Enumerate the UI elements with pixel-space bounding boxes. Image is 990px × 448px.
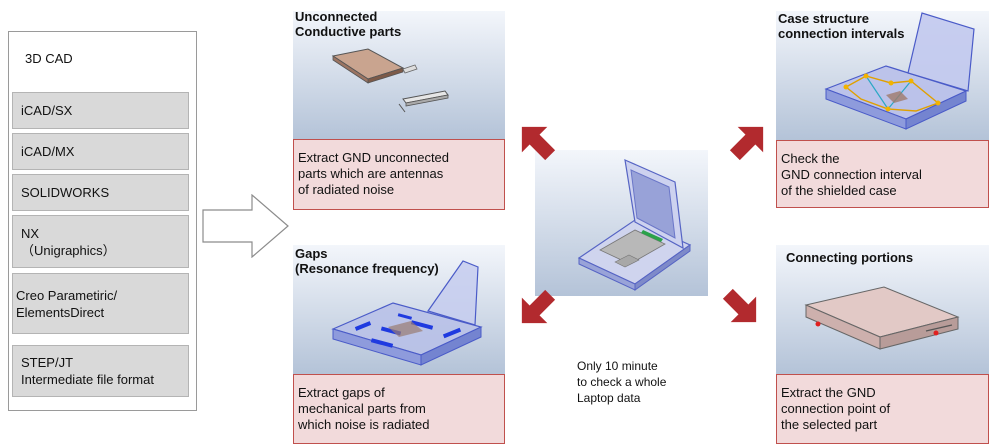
cad-item-label: （Unigraphics）	[21, 242, 116, 258]
panel-title-line: (Resonance frequency)	[295, 261, 439, 276]
laptop-gaps-render	[331, 260, 483, 366]
note-line: Extract gaps of	[298, 385, 385, 400]
case-structure-title: Case structure connection intervals	[778, 11, 904, 41]
laptop-case-render	[824, 12, 975, 130]
arrow-down-left-icon	[521, 289, 556, 324]
case-structure-image	[776, 11, 989, 140]
unconnected-parts-image	[293, 11, 505, 139]
connecting-portions-note: Extract the GND connection point of the …	[776, 374, 989, 444]
note-line: which noise is radiated	[298, 417, 430, 432]
note-line: the selected part	[781, 417, 878, 432]
note-line: mechanical parts from	[298, 401, 426, 416]
cad-list-title: 3D CAD	[25, 51, 73, 66]
unconnected-parts-note: Extract GND unconnected parts which are …	[293, 139, 505, 210]
note-line: Extract the GND	[781, 385, 876, 400]
cad-item-label: STEP/JT	[21, 355, 74, 370]
conductive-parts-render	[331, 48, 449, 113]
panel-title-line: Conductive parts	[295, 24, 402, 39]
arrow-up-left-icon	[521, 126, 556, 161]
cad-item-label: iCAD/SX	[21, 103, 73, 118]
panel-title-line: Unconnected	[295, 9, 378, 24]
note-line: parts which are antennas	[298, 166, 444, 181]
center-note: Only 10 minute to check a whole Laptop d…	[577, 358, 666, 406]
laptop-render	[577, 159, 692, 291]
note-line: Extract GND unconnected	[298, 150, 450, 165]
panel-title-line: connection intervals	[778, 26, 905, 41]
cad-item-label: Intermediate file format	[21, 372, 154, 387]
panel-title-line: Gaps	[295, 246, 328, 261]
laptop-image	[535, 150, 708, 296]
case-structure-note: Check the GND connection interval of the…	[776, 140, 989, 208]
note-line: Check the	[781, 151, 840, 166]
unconnected-parts-title: Unconnected Conductive parts	[295, 9, 401, 39]
note-line: of radiated noise	[298, 182, 395, 197]
connecting-portions-title: Connecting portions	[786, 250, 913, 265]
panel-title-line: Connecting portions	[786, 250, 914, 265]
cad-item-label: Creo Parametiric/	[16, 287, 118, 303]
gaps-title: Gaps (Resonance frequency)	[295, 246, 439, 276]
gnd-part-render	[804, 286, 960, 350]
cad-item-solidworks: SOLIDWORKS	[12, 174, 189, 211]
flow-arrow-icon	[202, 194, 289, 258]
cad-item-label: SOLIDWORKS	[21, 185, 110, 200]
center-note-line: Laptop data	[577, 391, 641, 405]
cad-item-label: NX	[21, 225, 40, 241]
cad-item-step-jt: STEP/JT Intermediate file format	[12, 345, 189, 397]
cad-item-creo: Creo Parametiric/ ElementsDirect	[12, 273, 189, 334]
cad-item-icad-sx: iCAD/SX	[12, 92, 189, 129]
cad-item-label: ElementsDirect	[16, 304, 105, 320]
center-note-line: to check a whole	[577, 375, 667, 389]
note-line: GND connection interval	[781, 167, 922, 182]
cad-item-label: iCAD/MX	[21, 144, 75, 159]
note-line: of the shielded case	[781, 183, 897, 198]
connecting-portions-image	[776, 245, 989, 374]
note-line: connection point of	[781, 401, 891, 416]
arrow-down-right-icon	[722, 288, 757, 323]
gaps-image	[293, 245, 505, 374]
panel-title-line: Case structure	[778, 11, 870, 26]
center-note-line: Only 10 minute	[577, 359, 658, 373]
cad-item-icad-mx: iCAD/MX	[12, 133, 189, 170]
gaps-note: Extract gaps of mechanical parts from wh…	[293, 374, 505, 444]
arrow-up-right-icon	[729, 126, 764, 161]
cad-item-nx: NX （Unigraphics）	[12, 215, 189, 268]
